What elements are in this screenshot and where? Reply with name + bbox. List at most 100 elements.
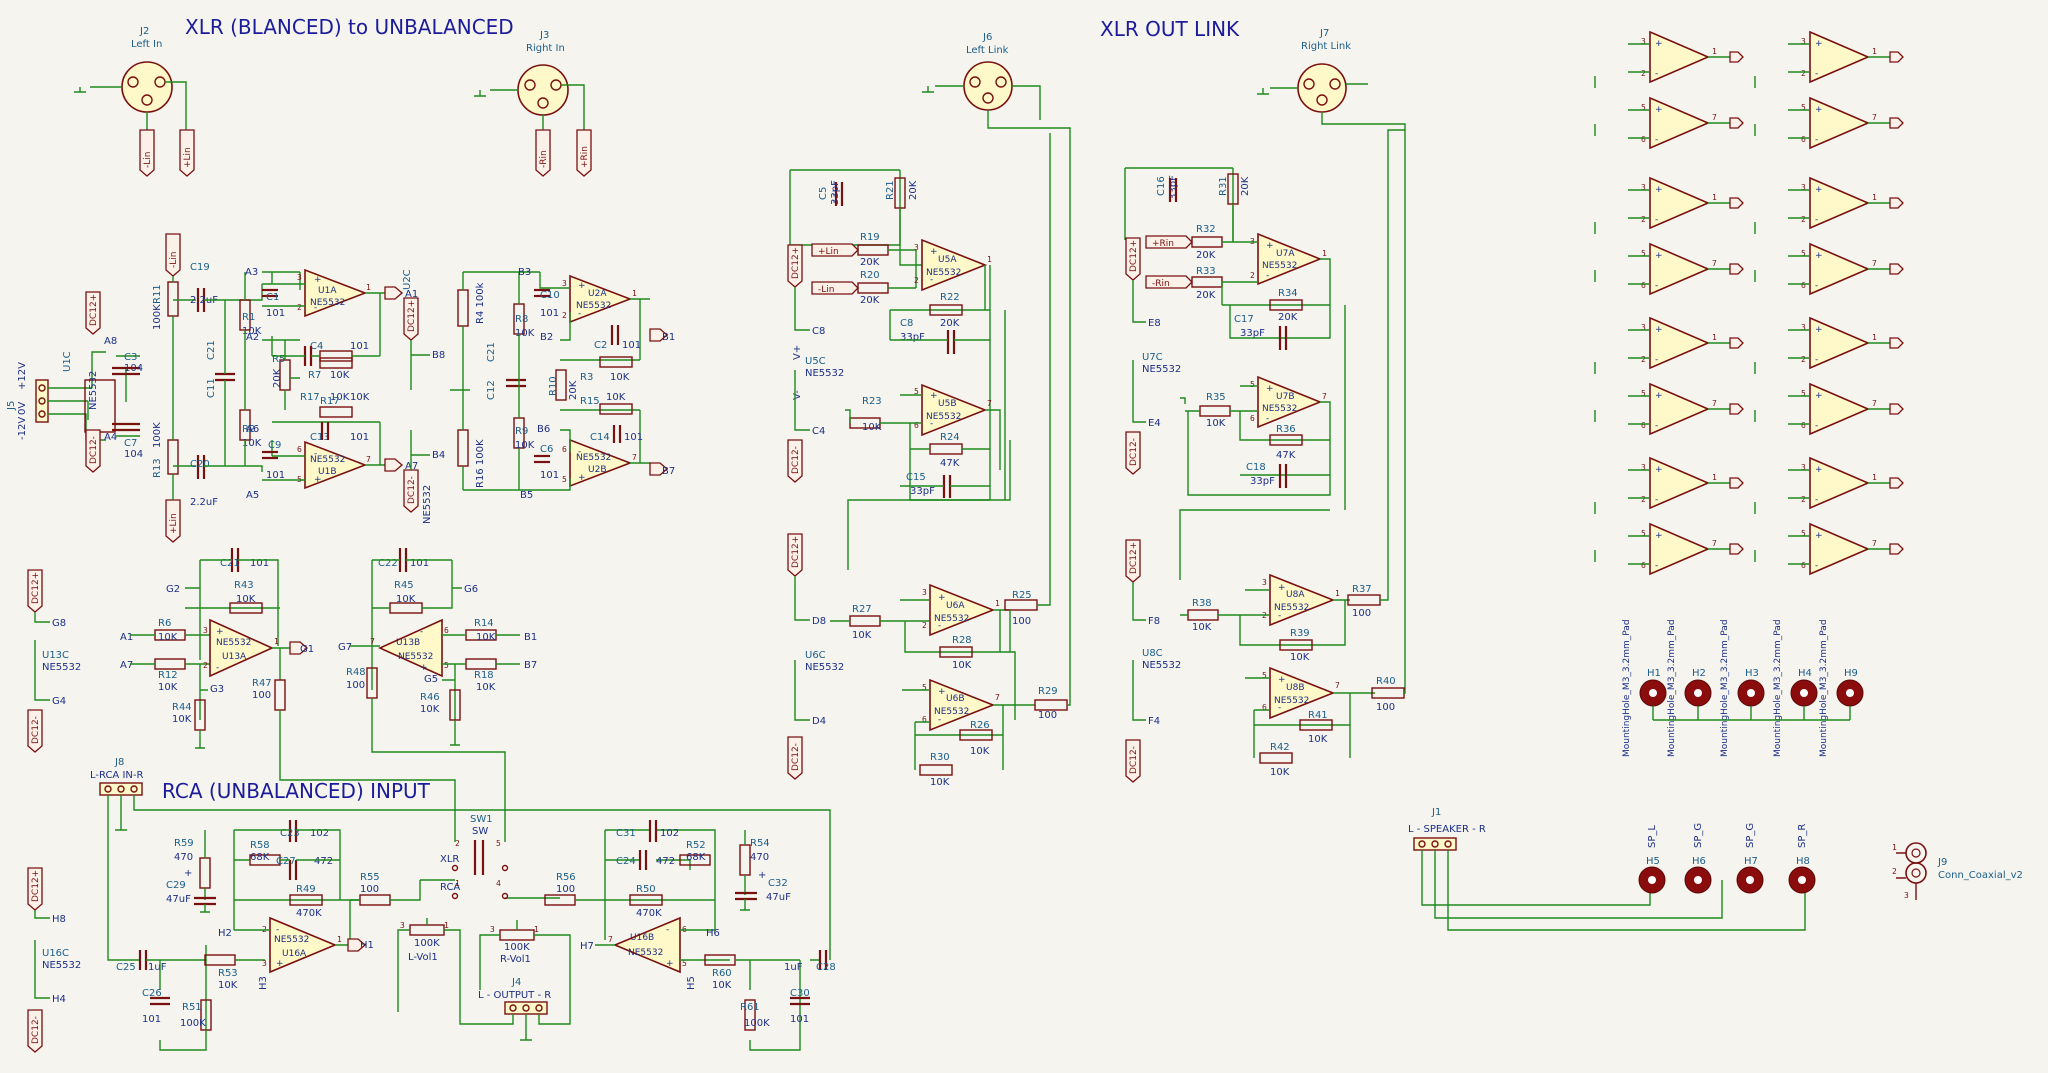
svg-text:+: + <box>184 868 192 879</box>
svg-text:H5: H5 <box>1646 856 1660 867</box>
svg-text:R37: R37 <box>1352 584 1372 595</box>
svg-text:U2B: U2B <box>588 465 607 475</box>
speaker-pad-h5: SP_LH5 <box>1638 825 1666 894</box>
svg-text:6: 6 <box>1801 421 1806 430</box>
tl072-opamp <box>1649 96 1711 150</box>
svg-text:B1: B1 <box>524 632 537 643</box>
svg-text:R12: R12 <box>158 670 178 681</box>
svg-text:7: 7 <box>987 399 992 408</box>
flag-h1: H1 <box>347 938 374 952</box>
svg-text:470K: 470K <box>636 908 662 919</box>
svg-text:100K: 100K <box>152 422 163 448</box>
svg-text:5: 5 <box>1641 529 1646 538</box>
svg-text:R23: R23 <box>862 396 882 407</box>
svg-text:101: 101 <box>410 558 429 569</box>
svg-text:+: + <box>1655 185 1663 195</box>
svg-text:47K: 47K <box>1276 450 1296 461</box>
svg-text:33pF: 33pF <box>1240 328 1265 339</box>
svg-text:+Rin: +Rin <box>1152 239 1174 249</box>
svg-text:100: 100 <box>1352 608 1371 619</box>
svg-text:U5A: U5A <box>938 255 957 265</box>
svg-text:R35: R35 <box>1206 392 1226 403</box>
svg-text:H4: H4 <box>1798 668 1812 679</box>
svg-text:3: 3 <box>1641 37 1646 46</box>
svg-text:101: 101 <box>540 308 559 319</box>
svg-text:10K: 10K <box>158 682 178 693</box>
svg-text:10K: 10K <box>476 632 496 643</box>
svg-text:470K: 470K <box>296 908 322 919</box>
svg-text:H1: H1 <box>360 940 374 951</box>
xlr-connector-j6: J6 Left Link <box>922 32 1071 300</box>
svg-text:C22: C22 <box>378 558 398 569</box>
svg-text:5: 5 <box>1801 389 1806 398</box>
svg-text:R14: R14 <box>474 618 494 629</box>
svg-text:6: 6 <box>297 445 302 454</box>
svg-text:2: 2 <box>1641 69 1646 78</box>
svg-text:C17: C17 <box>1234 314 1254 325</box>
svg-text:J4: J4 <box>511 977 521 988</box>
svg-text:R18: R18 <box>474 670 494 681</box>
svg-text:R6: R6 <box>158 618 171 629</box>
flag-b1: B1 <box>649 328 675 343</box>
svg-text:C31: C31 <box>616 828 636 839</box>
svg-text:R27: R27 <box>852 604 872 615</box>
svg-text:R1: R1 <box>242 312 255 323</box>
svg-text:DC12-: DC12- <box>1129 746 1139 774</box>
svg-text:10K: 10K <box>712 980 732 991</box>
svg-text:2: 2 <box>562 311 567 320</box>
svg-text:C13: C13 <box>310 432 330 443</box>
svg-text:100: 100 <box>360 884 379 895</box>
svg-text:100K: 100K <box>504 942 530 953</box>
svg-text:2: 2 <box>297 303 302 312</box>
svg-text:C6: C6 <box>540 444 553 455</box>
svg-text:DC12-: DC12- <box>791 446 801 474</box>
title-xlr-in: XLR (BLANCED) to UNBALANCED <box>185 15 514 39</box>
svg-text:-: - <box>1815 561 1818 571</box>
svg-text:D8: D8 <box>812 616 826 627</box>
svg-text:-: - <box>1266 271 1269 281</box>
svg-text:NE5532: NE5532 <box>1274 603 1309 613</box>
svg-text:3: 3 <box>1641 323 1646 332</box>
svg-text:10K: 10K <box>242 438 262 449</box>
svg-text:DC12+: DC12+ <box>791 536 801 568</box>
svg-text:-12V: -12V <box>17 417 28 440</box>
svg-text:+: + <box>930 391 938 401</box>
tl072-opamp <box>1649 316 1711 370</box>
svg-text:2: 2 <box>1801 69 1806 78</box>
svg-text:U5B: U5B <box>938 399 957 409</box>
svg-text:+: + <box>1655 465 1663 475</box>
tl072-opamp <box>1649 176 1711 230</box>
svg-text:2.2uF: 2.2uF <box>190 497 218 508</box>
svg-text:R17: R17 <box>300 392 320 403</box>
svg-text:NE5532: NE5532 <box>1142 660 1181 671</box>
svg-text:B7: B7 <box>662 466 675 477</box>
svg-text:-: - <box>1278 611 1281 621</box>
svg-text:+: + <box>276 959 284 969</box>
svg-text:1: 1 <box>1872 473 1877 482</box>
svg-text:5: 5 <box>444 661 449 670</box>
svg-text:C30: C30 <box>790 988 810 999</box>
svg-text:C20: C20 <box>190 459 210 470</box>
svg-text:101: 101 <box>540 470 559 481</box>
svg-text:472: 472 <box>314 856 333 867</box>
svg-text:100K: 100K <box>744 1018 770 1029</box>
svg-text:-: - <box>1655 69 1658 79</box>
svg-text:+: + <box>314 475 322 485</box>
j6-ref: J6 <box>982 32 992 43</box>
svg-text:6: 6 <box>1641 135 1646 144</box>
svg-text:5: 5 <box>914 387 919 396</box>
svg-text:6: 6 <box>444 626 449 635</box>
rca-connector-j8: J8 L-RCA IN-R <box>90 757 831 961</box>
flag-lin-minus: -Lin <box>139 129 155 177</box>
svg-text:R19: R19 <box>860 232 880 243</box>
svg-text:+: + <box>420 663 428 673</box>
svg-text:G7: G7 <box>338 642 352 653</box>
svg-text:10K: 10K <box>1290 652 1310 663</box>
svg-text:F4: F4 <box>1148 716 1160 727</box>
